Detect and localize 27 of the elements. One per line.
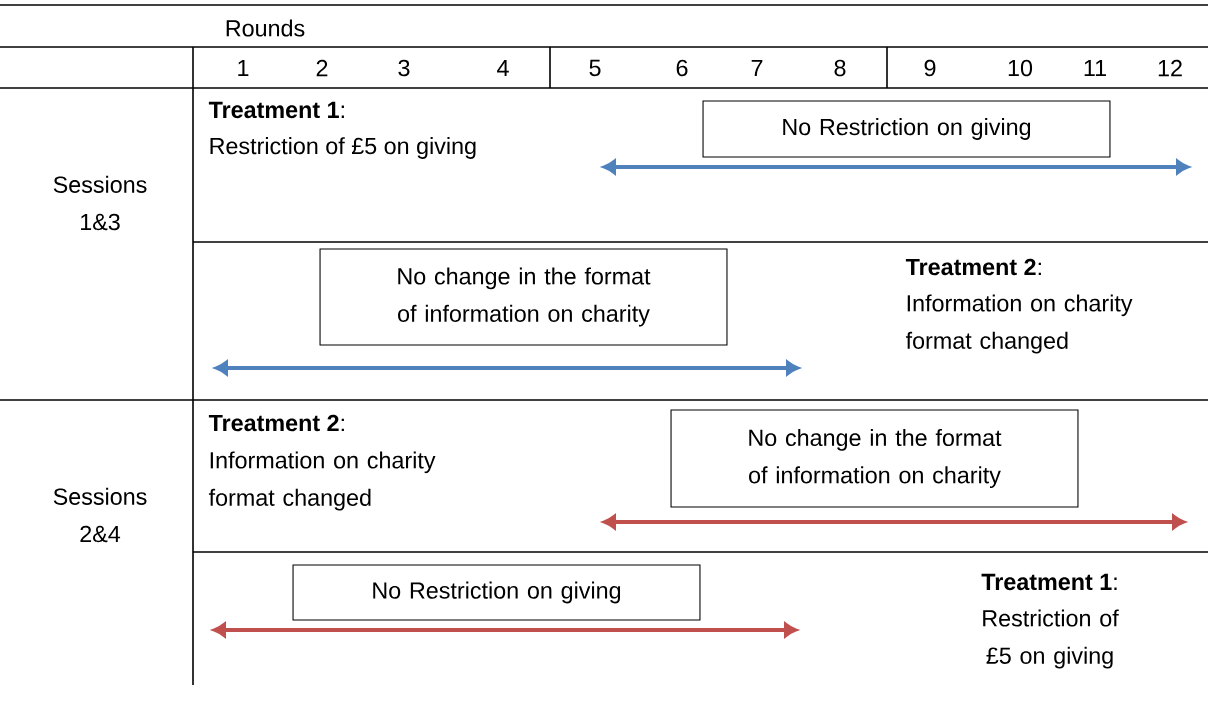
treatment-text: Restriction of £5 on giving — [983, 609, 1119, 669]
round-number: 8 — [834, 59, 846, 77]
text-box: No change in the format of information on charity — [670, 409, 1079, 508]
treatment-heading: Treatment 1: — [981, 573, 1117, 591]
text-box: No Restriction on giving — [292, 564, 701, 621]
treatment-text: Information on charity format changed — [905, 294, 1133, 354]
round-number: 4 — [497, 59, 509, 76]
round-number: 1 — [238, 59, 249, 76]
round-number: 3 — [398, 59, 410, 77]
treatment-heading: Treatment 2: — [905, 258, 1041, 276]
column-heading: Rounds — [226, 19, 305, 37]
round-number: 12 — [1158, 59, 1182, 77]
round-number: 11 — [1084, 59, 1106, 76]
text-box: No Restriction on giving — [702, 100, 1111, 158]
round-number: 9 — [924, 59, 936, 77]
round-number: 10 — [1008, 59, 1033, 77]
round-number: 6 — [676, 59, 688, 77]
treatment-text: Restriction of £5 on giving — [210, 137, 476, 159]
round-number: 2 — [316, 59, 328, 77]
row-heading: Sessions 2&4 — [53, 487, 147, 543]
treatment-heading: Treatment 2: — [208, 414, 344, 432]
treatment-text: Information on charity format changed — [208, 451, 436, 511]
treatment-heading: Treatment 1: — [208, 101, 344, 119]
round-number: 5 — [589, 59, 601, 77]
round-number: 7 — [751, 59, 763, 76]
text-box: No change in the format of information on charity — [319, 248, 728, 346]
row-heading: Sessions 1&3 — [53, 175, 147, 231]
